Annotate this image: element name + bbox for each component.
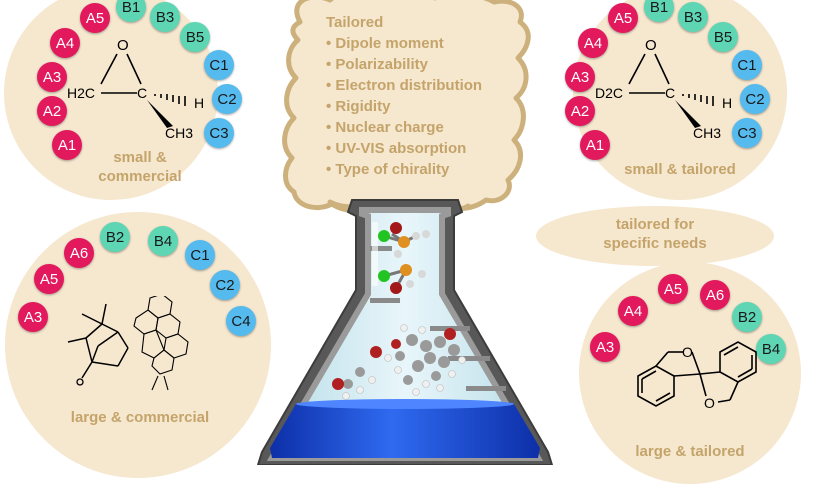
property-dipole: • Dipole moment (326, 35, 444, 52)
badge-b2: B2 (732, 302, 762, 332)
spiro-bisbenzofuran-molecule: O O (637, 341, 757, 411)
caption-line-2: commercial (98, 168, 182, 185)
bicyclic-ketone-and-helicene (67, 296, 189, 391)
caption-small-tailored: small & tailored (624, 161, 736, 178)
cloud-title: Tailored (326, 14, 384, 31)
badge-a3: A3 (590, 332, 620, 362)
badge-a5: A5 (608, 3, 638, 33)
badge-a5: A5 (80, 3, 110, 33)
cloud-property-list: Tailored • Dipole moment • Polarizabilit… (326, 12, 516, 180)
badge-a3: A3 (18, 302, 48, 332)
property-polarizability: • Polarizability (326, 56, 428, 73)
atom-c: C (665, 85, 675, 101)
property-nuclear-charge: • Nuclear charge (326, 119, 444, 136)
badge-c4: C4 (226, 306, 256, 336)
atom-d2c: D2C (595, 85, 623, 101)
badge-c3: C3 (732, 118, 762, 148)
atom-h2c: H2C (67, 85, 95, 101)
badge-c1: C1 (204, 50, 234, 80)
caption-line-1: small & (113, 149, 167, 166)
badge-a5: A5 (34, 264, 64, 294)
caption-small-commercial: small & commercial (80, 148, 200, 186)
badge-b5: B5 (180, 22, 210, 52)
panel-large-commercial (5, 212, 271, 478)
oval-line-2: specific needs (603, 235, 707, 252)
badge-c2: C2 (740, 84, 770, 114)
badge-b4: B4 (756, 334, 786, 364)
badge-b1: B1 (116, 0, 146, 22)
epoxide-molecule: O H2C C H CH3 (67, 37, 204, 141)
property-chirality: • Type of chirality (326, 161, 450, 178)
badge-b4: B4 (148, 226, 178, 256)
property-rigidity: • Rigidity (326, 98, 391, 115)
badge-c3: C3 (204, 118, 234, 148)
badge-a2: A2 (565, 96, 595, 126)
oval-line-1: tailored for (615, 216, 695, 233)
atom-ch3: CH3 (693, 125, 721, 141)
badge-b3: B3 (150, 2, 180, 32)
atom-o: O (645, 37, 657, 54)
badge-b1: B1 (644, 0, 674, 22)
caption-large-commercial: large & commercial (70, 409, 210, 426)
badge-a4: A4 (578, 28, 608, 58)
caption-large-tailored: large & tailored (635, 443, 745, 460)
badge-a4: A4 (618, 296, 648, 326)
badge-a3: A3 (565, 62, 595, 92)
specific-needs-oval (536, 206, 774, 266)
atom-ch3: CH3 (165, 125, 193, 141)
badge-b2: B2 (100, 222, 130, 252)
caption-specific-needs: tailored for specific needs (556, 215, 754, 253)
badge-c1: C1 (185, 240, 215, 270)
badge-c1: C1 (732, 50, 762, 80)
badge-a6: A6 (700, 280, 730, 310)
deuterated-epoxide-molecule: O D2C C H CH3 (595, 37, 732, 141)
panel-large-tailored (579, 262, 801, 484)
badge-b3: B3 (678, 2, 708, 32)
badge-a6: A6 (64, 238, 94, 268)
badge-c2: C2 (210, 270, 240, 300)
badge-a4: A4 (50, 28, 80, 58)
erlenmeyer-flask (256, 199, 554, 465)
atom-c: C (137, 85, 147, 101)
property-electron-distribution: • Electron distribution (326, 77, 483, 94)
badge-a2: A2 (37, 96, 67, 126)
badge-a1: A1 (580, 130, 610, 160)
atom-h: H (722, 95, 732, 111)
molecule-balls (332, 222, 466, 400)
property-uv-vis: • UV-VIS absorption (326, 140, 467, 157)
oxygen-bottom: O (704, 395, 715, 411)
badge-b5: B5 (708, 22, 738, 52)
badge-c2: C2 (212, 84, 242, 114)
flask-liquid (270, 404, 540, 458)
atom-o: O (117, 37, 129, 54)
badge-a5: A5 (658, 274, 688, 304)
atom-h: H (194, 95, 204, 111)
badge-a1: A1 (52, 130, 82, 160)
badge-a3: A3 (37, 62, 67, 92)
oxygen-top: O (682, 344, 693, 360)
